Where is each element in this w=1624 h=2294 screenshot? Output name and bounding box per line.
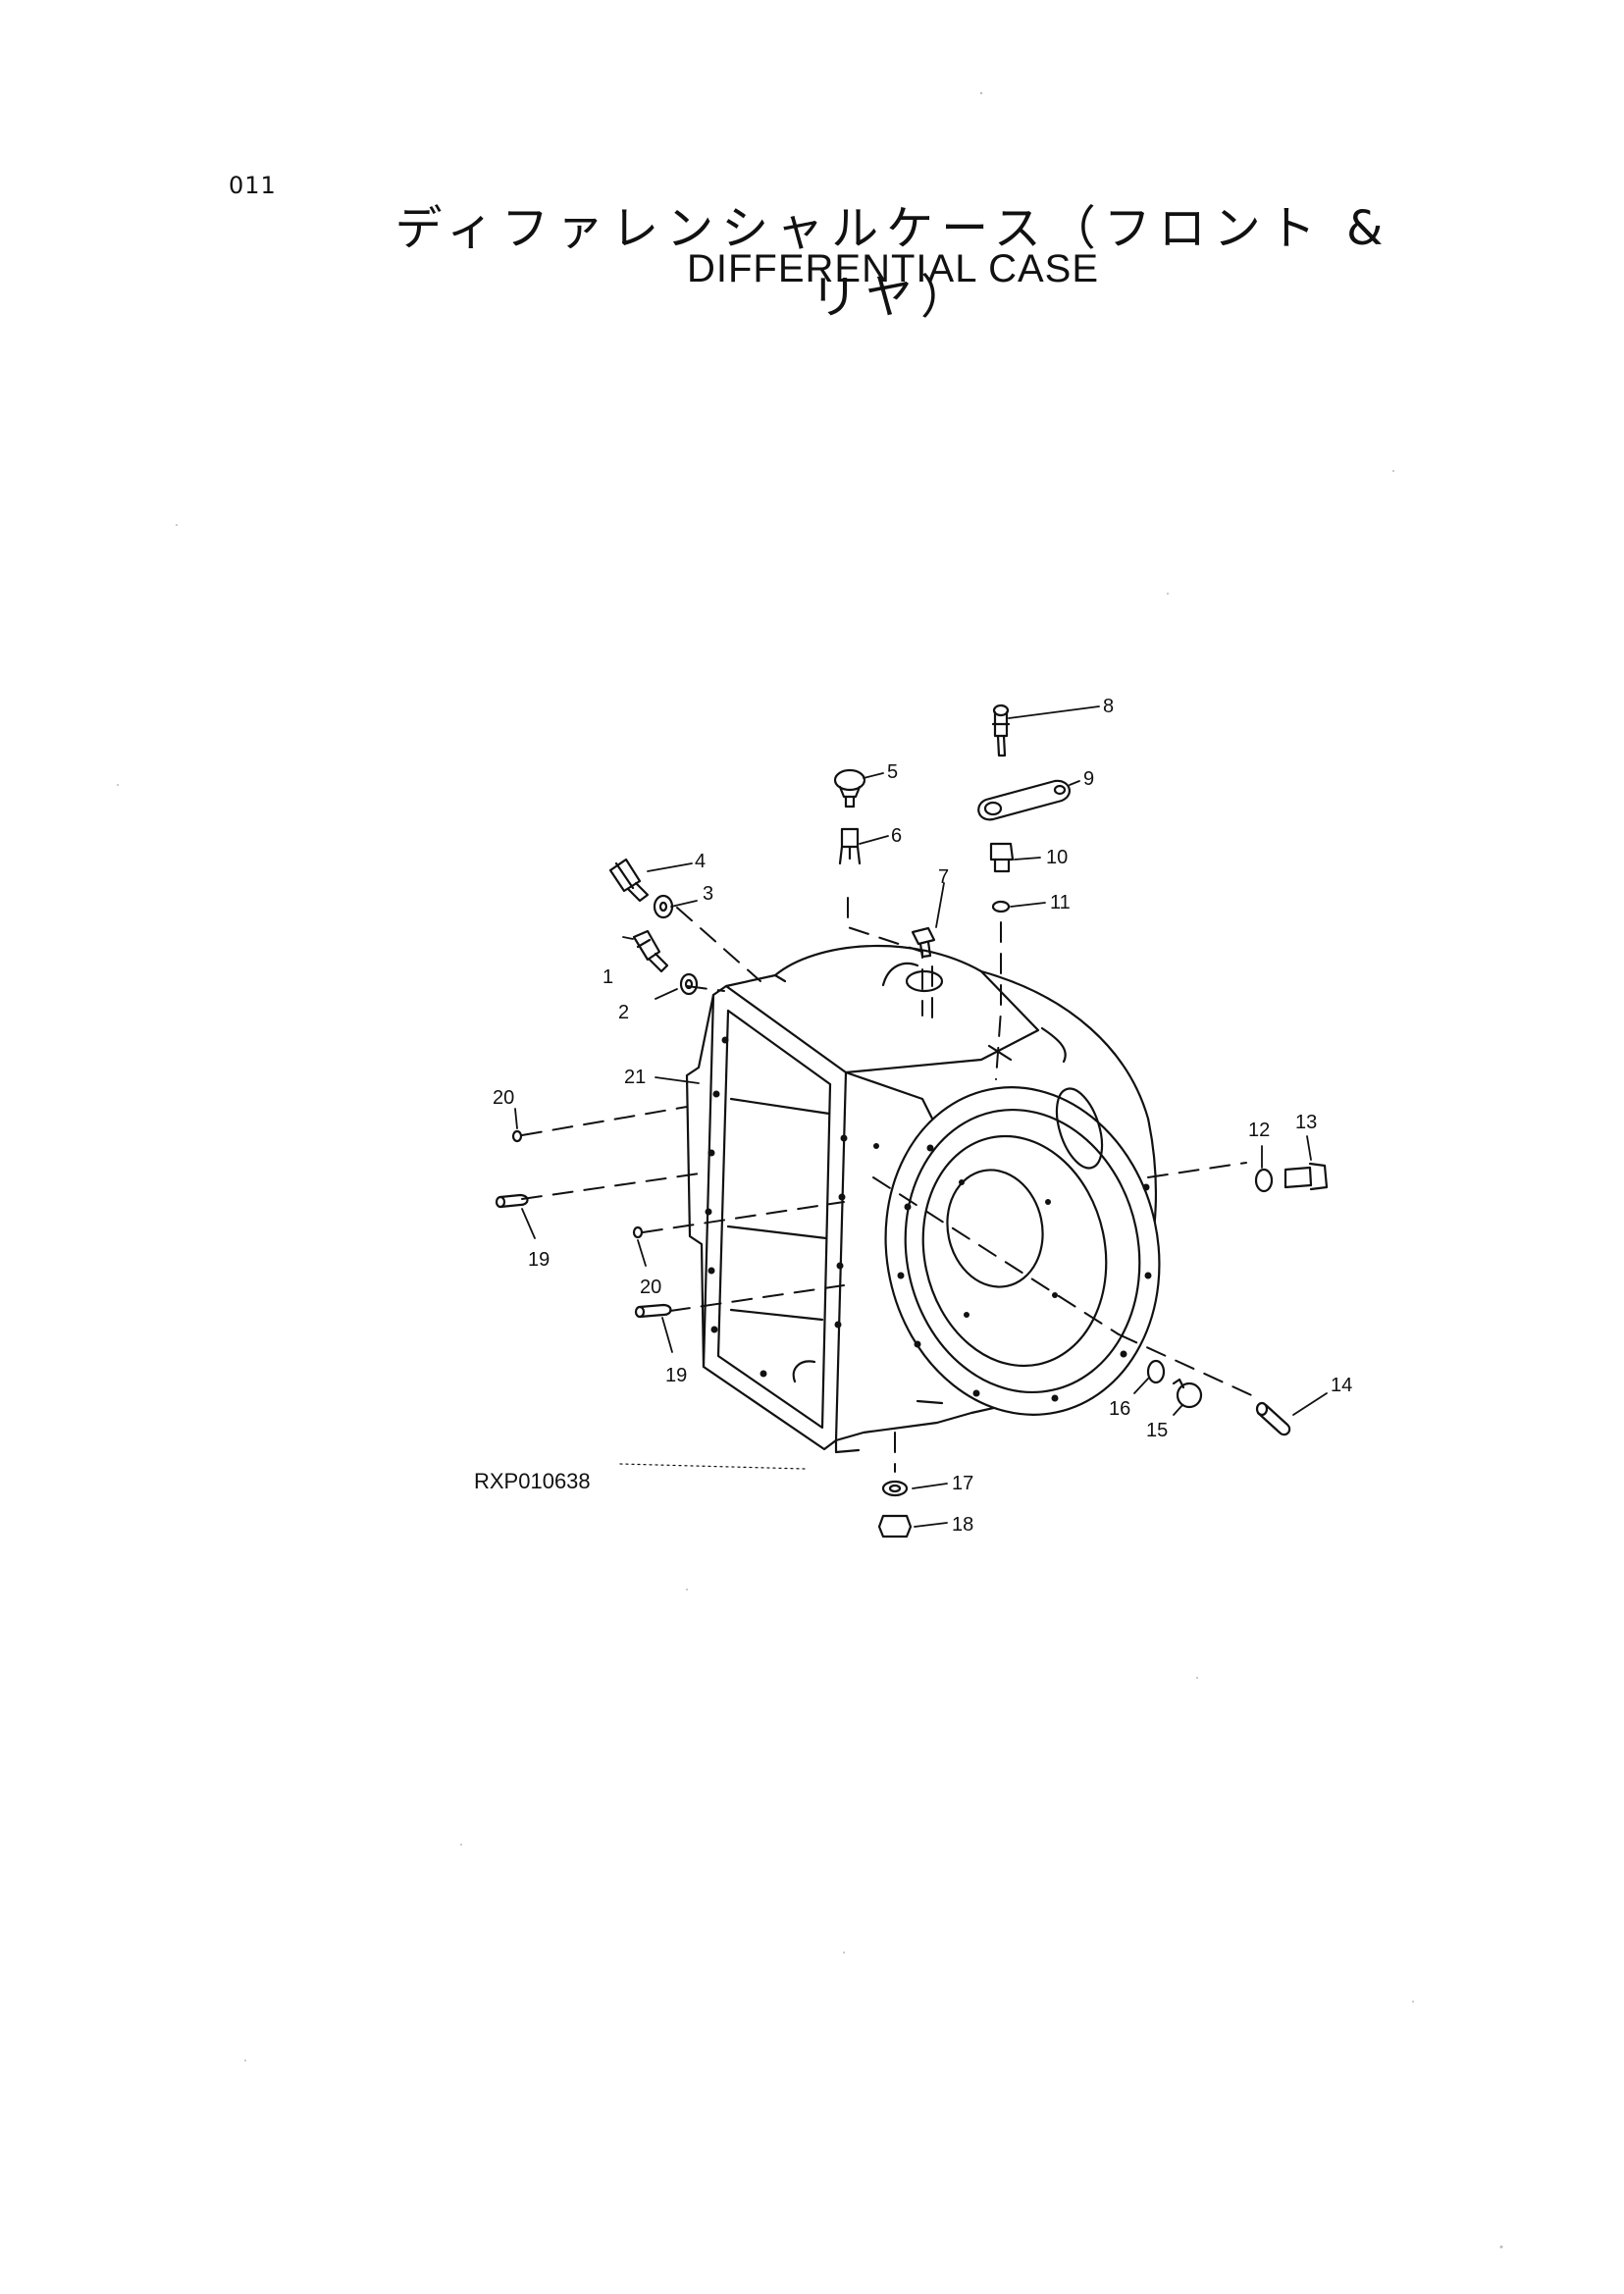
- label-part-19-lower: 19: [665, 1365, 687, 1386]
- part-5-breather: [833, 768, 866, 808]
- label-part-13: 13: [1295, 1112, 1317, 1133]
- label-part-4: 4: [695, 851, 706, 872]
- callout-leaders: [514, 705, 1328, 1528]
- part-7-plug: [911, 926, 936, 959]
- reference-code: RXP010638: [474, 1469, 591, 1493]
- part-9-lever: [977, 779, 1071, 821]
- label-part-6: 6: [891, 825, 902, 847]
- label-part-11: 11: [1050, 892, 1071, 913]
- part-3-washer: [653, 894, 674, 919]
- part-4-union: [608, 858, 650, 903]
- label-part-2: 2: [618, 1002, 629, 1023]
- part-19-dowel-pin-upper: [495, 1193, 529, 1209]
- assembly-dashed-lines: [521, 897, 1259, 1473]
- part-10-connector: [989, 842, 1015, 873]
- part-13-plug: [1283, 1162, 1329, 1191]
- part-17-washer: [881, 1480, 909, 1497]
- label-part-7: 7: [938, 866, 949, 888]
- part-16-o-ring: [1146, 1359, 1166, 1384]
- label-part-10: 10: [1046, 847, 1068, 868]
- label-part-19-upper: 19: [528, 1249, 550, 1271]
- label-part-8: 8: [1103, 696, 1114, 717]
- part-11-o-ring: [991, 900, 1011, 913]
- part-14-dowel-pin: [1255, 1401, 1291, 1436]
- reference-dotted-line: [619, 1463, 806, 1470]
- flange-bolt-holes: [705, 1036, 1152, 1402]
- label-part-20-lower: 20: [640, 1277, 661, 1298]
- label-part-15: 15: [1146, 1420, 1168, 1441]
- part-8-grease-fitting: [991, 704, 1011, 757]
- label-part-18: 18: [952, 1514, 973, 1536]
- label-part-5: 5: [887, 761, 898, 783]
- part-6-fitting: [838, 827, 862, 865]
- part-19-dowel-pin-lower: [634, 1303, 672, 1319]
- label-part-20-upper: 20: [493, 1087, 514, 1109]
- title-english: DIFFERENTIAL CASE: [686, 247, 1100, 290]
- differential-case-body: [685, 944, 1161, 1454]
- label-part-12: 12: [1248, 1120, 1270, 1141]
- part-2-washer: [679, 972, 699, 996]
- label-part-9: 9: [1083, 768, 1094, 790]
- label-part-21: 21: [624, 1067, 646, 1088]
- part-1-fitting: [632, 929, 669, 973]
- part-20-plug-upper: [511, 1129, 523, 1143]
- label-part-16: 16: [1109, 1398, 1130, 1420]
- part-number-labels: 1 2 3 4 5 6 7 8 9 10 11 12 13 14 15 16 1…: [493, 696, 1352, 1536]
- scan-noise: [117, 91, 1503, 2249]
- part-20-plug-lower: [632, 1225, 644, 1239]
- title-japanese: ディファレンシャルケース（フロント & リヤ）: [394, 201, 1391, 325]
- label-part-1: 1: [602, 966, 613, 988]
- part-15-bolt: [1172, 1378, 1203, 1409]
- part-12-washer: [1254, 1168, 1274, 1193]
- label-part-3: 3: [703, 883, 713, 905]
- part-18-drain-plug: [877, 1514, 913, 1538]
- page-number: 011: [229, 172, 277, 199]
- label-part-17: 17: [952, 1473, 973, 1494]
- label-part-14: 14: [1331, 1375, 1352, 1396]
